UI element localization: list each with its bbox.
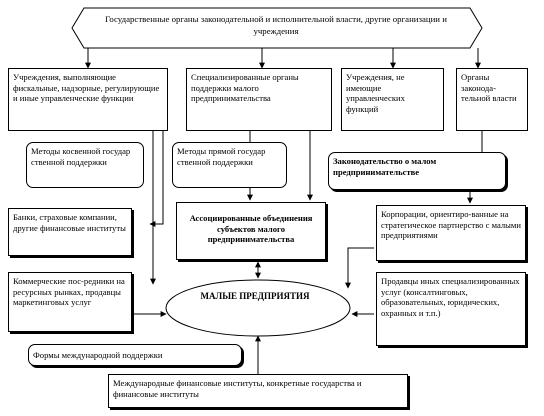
arrow-fiscal-to-banks xyxy=(149,131,164,227)
legislation-box: Законодательство о малом предприниматель… xyxy=(328,152,506,190)
international-support-forms-box: Формы международной поддержки xyxy=(28,344,242,366)
top-octagon xyxy=(71,7,483,49)
arrow-corporations-to-center xyxy=(345,247,374,289)
other-services-box: Продавцы иных специализированных услуг (… xyxy=(376,272,526,346)
associations-box: Ассоциированные объединения субъектов ма… xyxy=(176,202,326,260)
legislative-bodies-box: Органы законода-тельной власти xyxy=(456,68,528,131)
center-ellipse xyxy=(165,279,351,337)
top-authorities-label: Государственные органы законодательной и… xyxy=(105,14,447,36)
indirect-methods-box: Методы косвенной государ ственной поддер… xyxy=(26,142,144,188)
international-institutions-box: Международные финансовые институты, конк… xyxy=(108,374,408,408)
nonmanaging-institutions-box: Учреждения, не имеющие управленческих фу… xyxy=(341,68,444,131)
intermediaries-box: Коммерческие пос-редники на ресурсных ры… xyxy=(8,272,132,332)
direct-methods-box: Методы прямой государ ственной поддержки xyxy=(172,142,287,188)
corporations-box: Корпорации, ориентиро-ванные на стратеги… xyxy=(376,205,526,261)
small-enterprises-label: МАЛЫЕ ПРЕДПРИЯТИЯ xyxy=(200,291,310,301)
banks-box: Банки, страховые компании, другие финанс… xyxy=(8,208,132,256)
specialized-bodies-box: Специализированные органы поддержки мало… xyxy=(186,68,332,131)
fiscal-institutions-box: Учреждения, выполняющие фискальные, надз… xyxy=(8,68,168,131)
